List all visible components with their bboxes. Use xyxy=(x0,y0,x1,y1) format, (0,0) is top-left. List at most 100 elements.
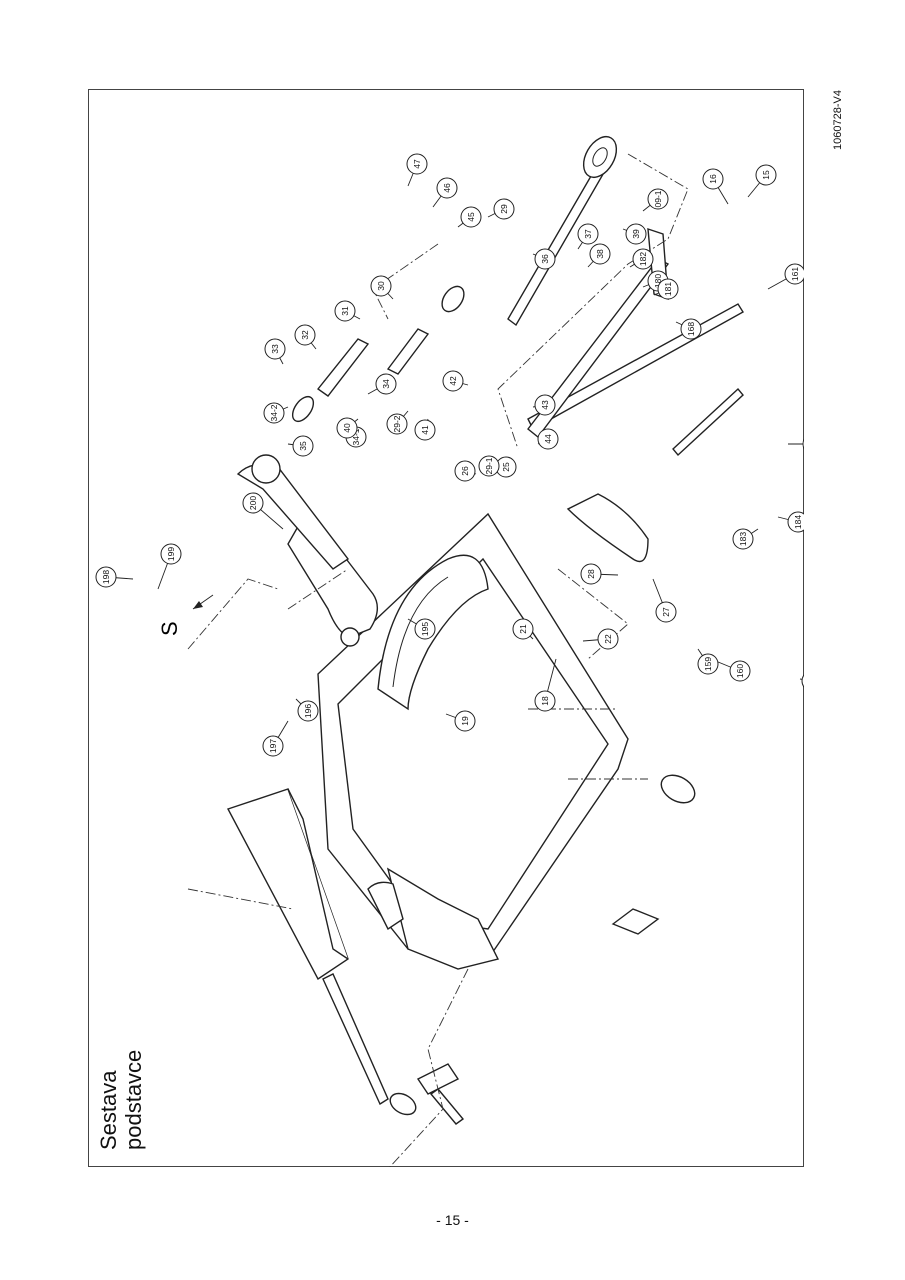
callout-bubble xyxy=(262,735,284,757)
callout-label: 45 xyxy=(466,212,476,222)
callout-label: 34-1 xyxy=(351,428,361,445)
callout-label: 16 xyxy=(708,174,718,184)
callout-44: 44 xyxy=(537,428,559,450)
callout-bubble xyxy=(414,618,436,640)
callout-label: 32 xyxy=(300,330,310,340)
callout-label: 30 xyxy=(376,281,386,291)
callout-bubble xyxy=(436,177,458,199)
callout-35: 35 xyxy=(287,435,314,457)
callout-label: 19 xyxy=(460,716,470,726)
callout-199: 199 xyxy=(157,543,182,590)
callout-18: 18 xyxy=(534,658,557,712)
callout-bubble xyxy=(589,243,611,265)
callout-label: 31 xyxy=(340,306,350,316)
callout-bubble xyxy=(294,324,316,346)
callout-label: 22 xyxy=(603,634,613,644)
callout-bubble xyxy=(755,164,777,186)
callout-label: 196 xyxy=(303,704,313,718)
callout-label: 161 xyxy=(790,267,800,281)
callout-label: 26 xyxy=(460,466,470,476)
callout-label: 184 xyxy=(793,515,803,529)
callout-label: 36 xyxy=(540,254,550,264)
callout-bubble xyxy=(534,248,556,270)
callout-160: 160 xyxy=(705,656,751,682)
callout-label: 33 xyxy=(270,344,280,354)
callout-bubble xyxy=(406,153,428,175)
callout-label: 18 xyxy=(540,696,550,706)
callout-182: 182 xyxy=(629,248,654,270)
direction-letter: S xyxy=(157,621,182,636)
callout-42: 42 xyxy=(442,370,469,392)
callout-label: 29-2 xyxy=(392,415,402,432)
callout-30: 30 xyxy=(370,275,394,300)
callout-label: 43 xyxy=(540,400,550,410)
callout-33: 33 xyxy=(264,338,286,365)
callout-label: 35 xyxy=(298,441,308,451)
callout-198: 198 xyxy=(95,566,134,588)
callout-196: 196 xyxy=(295,698,319,722)
callout-label: 183 xyxy=(738,532,748,546)
callout-label: 182 xyxy=(638,252,648,266)
callout-15: 15 xyxy=(747,164,777,198)
callout-161: 161 xyxy=(767,263,804,290)
callout-21: 21 xyxy=(512,618,534,640)
callout-bubble xyxy=(802,438,804,450)
callout-bubble xyxy=(537,428,559,450)
callout-46: 46 xyxy=(432,177,458,208)
callout-label: 198 xyxy=(101,570,111,584)
callout-181: 181 xyxy=(653,278,679,300)
callout-label: 199 xyxy=(166,547,176,561)
callout-47: 47 xyxy=(406,153,428,187)
callout-bubble xyxy=(697,653,719,675)
callout-168: 168 xyxy=(675,318,702,340)
callout-label: 42 xyxy=(448,376,458,386)
callout-159: 159 xyxy=(697,648,719,675)
direction-marker: S xyxy=(157,594,214,636)
callout-label: 38 xyxy=(595,249,605,259)
callout-label: 200 xyxy=(248,496,258,510)
callout-29-2: 29-2 xyxy=(386,410,409,435)
callout-38: 38 xyxy=(587,243,611,268)
callout-bubble xyxy=(732,528,754,550)
callout-bubble xyxy=(370,275,392,297)
callout-bubble xyxy=(297,700,319,722)
callout-bubble xyxy=(242,492,264,514)
callout-bubble xyxy=(334,300,356,322)
callout-bubble xyxy=(375,373,397,395)
callout-bubble xyxy=(264,338,286,360)
document-code: 1060728-V4 xyxy=(832,90,844,150)
callout-184: 184 xyxy=(777,511,804,533)
callout-bubble xyxy=(414,419,436,441)
callout-label: 37 xyxy=(583,229,593,239)
callout-label: 46 xyxy=(442,183,452,193)
callout-bubble xyxy=(512,618,534,640)
title-line-2: podstavce xyxy=(121,1049,146,1150)
callout-45: 45 xyxy=(457,206,482,228)
callout-19: 19 xyxy=(445,710,476,732)
callout-label: 47 xyxy=(412,159,422,169)
callout-41: 41 xyxy=(414,418,436,441)
callout-bubble xyxy=(655,601,677,623)
callout-bubble xyxy=(647,188,669,210)
callout-bubble xyxy=(580,563,602,585)
callout-bubble xyxy=(454,710,476,732)
callout-26: 26 xyxy=(454,460,477,482)
callout-197: 197 xyxy=(262,720,289,757)
callout-label: 09-1 xyxy=(653,190,663,207)
callout-bubble xyxy=(493,198,515,220)
callout-43: 43 xyxy=(532,394,556,416)
callout-bubble xyxy=(577,223,599,245)
callout-bubble xyxy=(657,278,679,300)
callout-label: 168 xyxy=(686,322,696,336)
callout-label: 29-1 xyxy=(484,457,494,474)
callout-bubble xyxy=(632,248,654,270)
callout-bubble xyxy=(460,206,482,228)
title-line-1: Sestava xyxy=(96,1070,121,1151)
callout-label: 27 xyxy=(661,607,671,617)
callout-label: 180 xyxy=(653,274,663,288)
callout-34: 34 xyxy=(367,373,397,395)
callout-bubble xyxy=(597,628,619,650)
callout-label: 159 xyxy=(703,657,713,671)
callout-195: 195 xyxy=(407,618,436,640)
callout-bubble xyxy=(263,402,285,424)
